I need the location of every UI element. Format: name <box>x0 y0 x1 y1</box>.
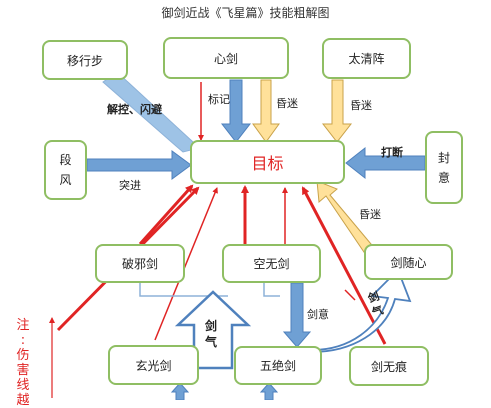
label-hunmi-jiansuixin: 昏迷 <box>359 208 381 221</box>
arrow-xinjian-blue <box>220 79 252 143</box>
label-tujin: 突进 <box>119 179 141 192</box>
arrow-fengyi-blue <box>345 146 426 180</box>
arrow-jianwuhen-to-target <box>301 186 387 345</box>
arrow-wujuejian-to-jiansuixin <box>311 268 412 353</box>
node-label: 破邪剑 <box>121 257 158 271</box>
node-label: 剑无痕 <box>370 359 407 374</box>
side-note-char: 线 <box>16 378 30 393</box>
node-label: 太清阵 <box>348 52 385 66</box>
node-label: 空无剑 <box>253 257 290 271</box>
node-label: 五绝剑 <box>259 359 296 373</box>
arrow-jiansuixin-yellow <box>316 180 377 259</box>
label-hunmi-xinjian: 昏迷 <box>276 97 298 110</box>
arrow-xinjian-yellow <box>252 79 280 143</box>
arrow-bottom-right <box>259 382 279 400</box>
node-kongwujian: 空无剑 <box>222 244 321 283</box>
label-hunmi-taiqingzhen: 昏迷 <box>350 99 372 112</box>
node-label: 封 <box>437 150 450 165</box>
side-note-char: 伤 <box>16 348 30 363</box>
arrow-jianwuhen-side <box>344 289 356 301</box>
side-note-char: 注 <box>16 318 30 333</box>
label-jiekong: 解控、闪避 <box>107 103 162 116</box>
node-label: 段 <box>59 153 72 167</box>
node-label: 风 <box>59 173 72 187</box>
side-note: 注 : 伤 害 线 越 <box>15 318 31 408</box>
node-label: 心剑 <box>213 51 238 66</box>
label-dadun: 打断 <box>381 146 403 159</box>
side-note-char: 越 <box>16 393 30 408</box>
arrow-poxiejian-to-target <box>138 184 194 246</box>
arrow-wujuejian-to-target <box>154 187 218 341</box>
connector-bracket-right <box>263 280 280 297</box>
label-jianqi-1: 剑 <box>205 319 218 333</box>
connector-bracket <box>139 280 228 297</box>
arrow-duanfeng-blue <box>86 150 192 180</box>
label-jianqi-2: 气 <box>205 335 218 349</box>
label-jianyi: 剑意 <box>307 308 329 321</box>
node-duanfeng: 段 风 <box>44 140 87 200</box>
arrow-bottom-left <box>170 382 190 400</box>
node-label: 剑随心 <box>390 255 427 270</box>
side-note-char: 害 <box>16 363 30 378</box>
label-biaoji: 标记 <box>208 93 230 106</box>
diagram-title: 御剑近战《飞星篇》技能粗解图 <box>161 6 330 20</box>
node-poxiejian: 破邪剑 <box>95 244 185 283</box>
node-mubiao: 目标 <box>190 140 345 184</box>
arrow-taiqingzhen-yellow <box>321 79 353 143</box>
node-label: 玄光剑 <box>135 358 172 373</box>
node-taiqingzhen: 太清阵 <box>322 38 411 79</box>
node-label: 目标 <box>251 154 284 173</box>
node-yixingbu: 移行步 <box>42 40 128 80</box>
node-fengyi: 封 意 <box>425 131 463 204</box>
node-jiansuixin: 剑随心 <box>364 244 453 280</box>
node-label: 意 <box>437 170 450 185</box>
node-xuanguangjian: 玄光剑 <box>108 345 199 385</box>
node-label: 移行步 <box>66 53 103 68</box>
node-xinjian: 心剑 <box>163 37 289 79</box>
node-wujuejian: 五绝剑 <box>234 346 322 385</box>
arrow-kongwujian-to-wujuejian <box>282 282 312 348</box>
side-note-char: : <box>20 333 26 348</box>
node-jianwuhen: 剑无痕 <box>349 346 429 386</box>
